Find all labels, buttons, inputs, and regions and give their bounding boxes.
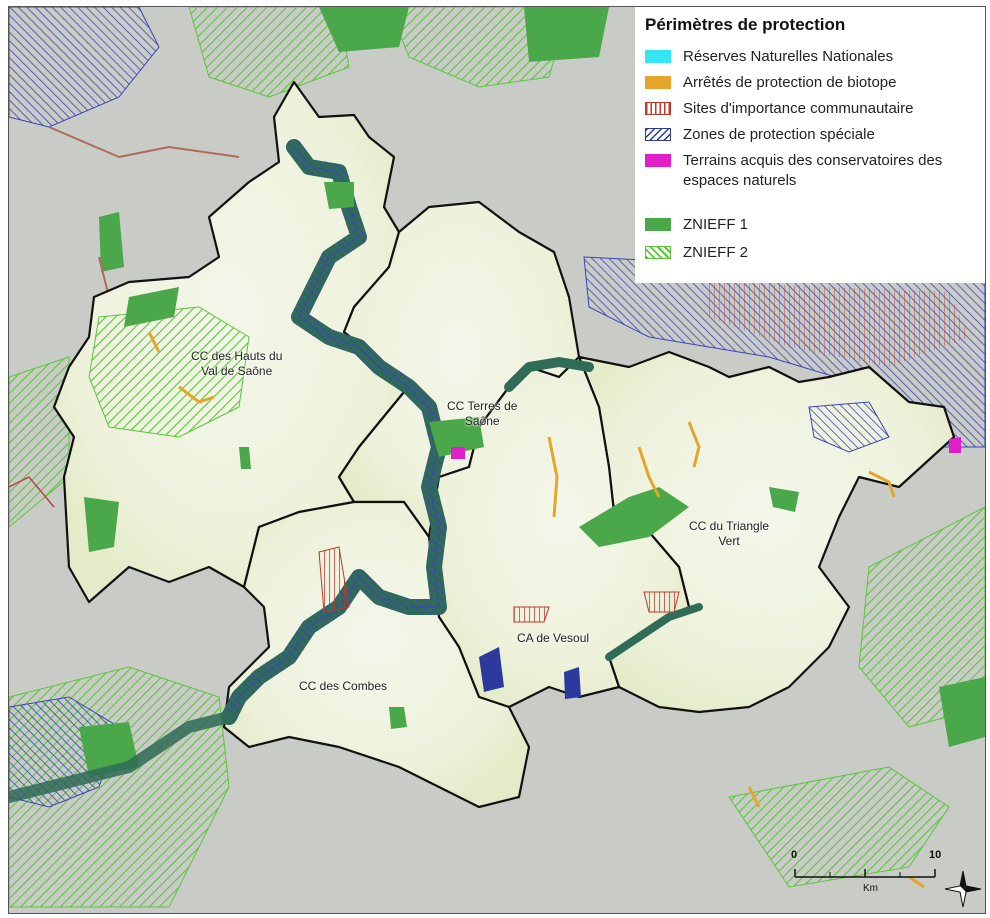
legend-label: Sites d'importance communautaire <box>683 100 914 117</box>
legend: Périmètres de protection Réserves Nature… <box>635 7 985 283</box>
label-line: Saône <box>464 414 500 428</box>
legend-swatch <box>645 50 671 63</box>
legend-item-apb: Arrêtés de protection de biotope <box>645 73 983 93</box>
label-triangle-vert: CC du Triangle Vert <box>689 519 769 549</box>
znieff1-zone <box>239 447 251 469</box>
znieff1-zone <box>99 212 124 272</box>
scale-ruler <box>794 869 936 878</box>
znieff1-zone <box>769 487 799 512</box>
sic-zone <box>643 591 680 613</box>
znieff2-zone <box>188 7 350 98</box>
znieff1-zone <box>84 497 119 552</box>
label-vesoul: CA de Vesoul <box>517 631 589 646</box>
zps-zone <box>808 401 890 453</box>
biotope-zone <box>868 470 896 498</box>
legend-swatch <box>645 246 671 259</box>
znieff2-zone <box>88 306 250 438</box>
znieff1-zone <box>429 417 484 457</box>
north-arrow-icon <box>944 870 982 908</box>
internal-protection-spots <box>84 182 961 889</box>
legend-item-z2: ZNIEFF 2 <box>645 243 983 263</box>
legend-label: Zones de protection spéciale <box>683 126 875 143</box>
scale-start: 0 <box>791 849 798 861</box>
biotope-zone <box>547 436 559 518</box>
road <box>48 126 240 159</box>
legend-label: Arrêtés de protection de biotope <box>683 74 897 91</box>
legend-item-sic: Sites d'importance communautaire <box>645 99 983 119</box>
legend-item-z1: ZNIEFF 1 <box>645 215 983 235</box>
territory-combes[interactable] <box>222 500 531 809</box>
sic-zone <box>513 606 550 623</box>
znieff1-zone <box>389 707 407 729</box>
scale-end: 10 <box>929 849 942 861</box>
legend-label: Réserves Naturelles Nationales <box>683 48 894 65</box>
label-line: Val de Saône <box>201 364 273 378</box>
biotope-zone <box>687 421 701 468</box>
label-terres-saone: CC Terres de Saône <box>447 399 517 429</box>
znieff1-zone <box>319 7 409 52</box>
biotope-zone <box>178 385 215 404</box>
znieff1-zone <box>939 677 985 747</box>
label-line: CC des Hauts du <box>191 349 283 363</box>
legend-swatch <box>645 154 671 167</box>
legend-swatch <box>645 128 671 141</box>
label-line: CC des Combes <box>299 679 388 693</box>
label-line: CC Terres de <box>447 399 518 413</box>
legend-label: ZNIEFF 2 <box>683 244 749 261</box>
road <box>9 476 55 508</box>
legend-item-tac: Terrains acquis des conservatoires des e… <box>645 151 983 191</box>
zps-zone <box>564 667 581 699</box>
biotope-zone <box>147 331 161 353</box>
legend-swatch <box>645 218 671 231</box>
znieff1-zone <box>579 487 689 547</box>
label-hauts-val-saone: CC des Hauts du Val de Saône <box>191 349 282 379</box>
legend-item-zps: Zones de protection spéciale <box>645 125 983 145</box>
znieff1-zone <box>124 287 179 327</box>
legend-label: ZNIEFF 1 <box>683 216 749 233</box>
label-line: CA de Vesoul <box>517 631 590 645</box>
znieff1-zone <box>524 7 609 62</box>
map-frame[interactable]: CC des Hauts du Val de Saône CC Terres d… <box>8 6 986 914</box>
znieff2-zone <box>728 766 950 888</box>
biotope-zone <box>747 786 761 808</box>
legend-swatch <box>645 76 671 89</box>
terrain-acquis-spot <box>949 437 961 453</box>
scale-bar: 0 10 Km <box>789 849 942 905</box>
legend-label: Terrains acquis des conservatoires des e… <box>683 152 943 189</box>
zps-zone <box>479 647 504 692</box>
label-line: CC du Triangle <box>689 519 770 533</box>
label-line: Vert <box>718 534 740 548</box>
znieff1-zone <box>324 182 354 209</box>
biotope-zone <box>637 446 661 498</box>
legend-swatch <box>645 102 671 115</box>
sic-zone <box>318 546 350 613</box>
terrain-acquis-spot <box>451 447 465 459</box>
legend-item-rnn: Réserves Naturelles Nationales <box>645 47 983 67</box>
legend-title: Périmètres de protection <box>645 15 846 34</box>
sic-zone <box>709 282 969 367</box>
scale-unit: Km <box>863 883 878 894</box>
znieff2-zone <box>9 7 160 128</box>
biotope-zone <box>908 875 925 889</box>
znieff2-zone <box>388 7 570 88</box>
label-combes: CC des Combes <box>299 679 387 694</box>
